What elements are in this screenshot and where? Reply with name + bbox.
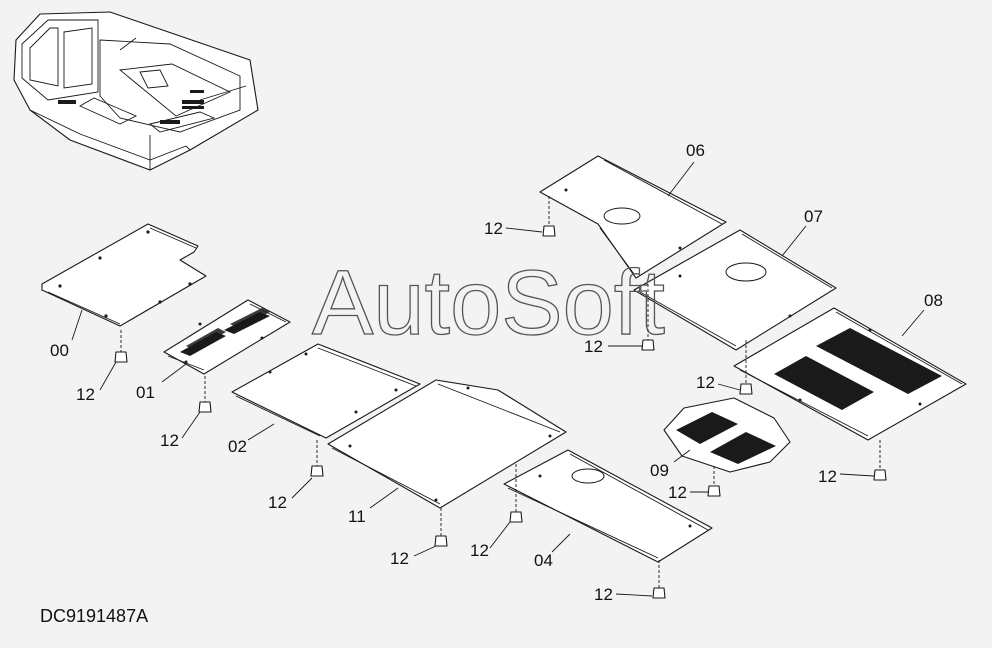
machine-overview-thumbnail	[13, 11, 259, 171]
bolt-00	[114, 330, 128, 363]
vented-plate-08	[733, 307, 967, 441]
label-08: 08	[924, 291, 943, 310]
bolt-01	[198, 376, 212, 413]
bolt-group	[114, 196, 887, 599]
watermark-autosoft: AutoSoft	[312, 252, 665, 354]
bolt-11	[434, 508, 448, 547]
label-06: 06	[686, 141, 705, 160]
label-12-a: 12	[76, 385, 95, 404]
callout-labels: 00 01 02 11 04 06 07 08 09 12 12 12 12 1…	[50, 141, 943, 604]
floor-plate-06	[539, 155, 727, 279]
bolt-07	[641, 284, 655, 351]
label-12-h: 12	[584, 337, 603, 356]
drawing-code: DC9191487A	[40, 606, 149, 626]
bolt-09	[707, 466, 721, 497]
label-00: 00	[50, 341, 69, 360]
floor-plate-04	[503, 449, 713, 563]
vented-plate-01	[163, 299, 291, 375]
bolt-02	[310, 440, 324, 477]
bolt-08b	[873, 440, 887, 481]
floor-plate-07	[633, 229, 837, 351]
leader-lines	[71, 161, 925, 597]
floor-plate-11	[327, 379, 567, 509]
label-12-e: 12	[470, 541, 489, 560]
label-09: 09	[650, 461, 669, 480]
label-11: 11	[348, 507, 366, 526]
label-12-b: 12	[160, 431, 179, 450]
label-12-d: 12	[390, 549, 409, 568]
label-12-c: 12	[268, 493, 287, 512]
label-01: 01	[136, 383, 155, 402]
bolt-08a	[739, 340, 753, 395]
label-12-j: 12	[818, 467, 837, 486]
vented-plate-09	[663, 397, 791, 473]
floor-plate-02	[231, 343, 421, 439]
label-02: 02	[228, 437, 247, 456]
bolt-06	[542, 196, 556, 237]
label-07: 07	[804, 207, 823, 226]
label-04: 04	[534, 551, 553, 570]
label-12-i: 12	[696, 373, 715, 392]
bolt-04b	[652, 560, 666, 599]
floor-plate-00	[41, 223, 207, 327]
label-12-g: 12	[484, 219, 503, 238]
bolt-04a	[509, 464, 523, 523]
label-12-f: 12	[594, 585, 613, 604]
label-12-k: 12	[668, 483, 687, 502]
